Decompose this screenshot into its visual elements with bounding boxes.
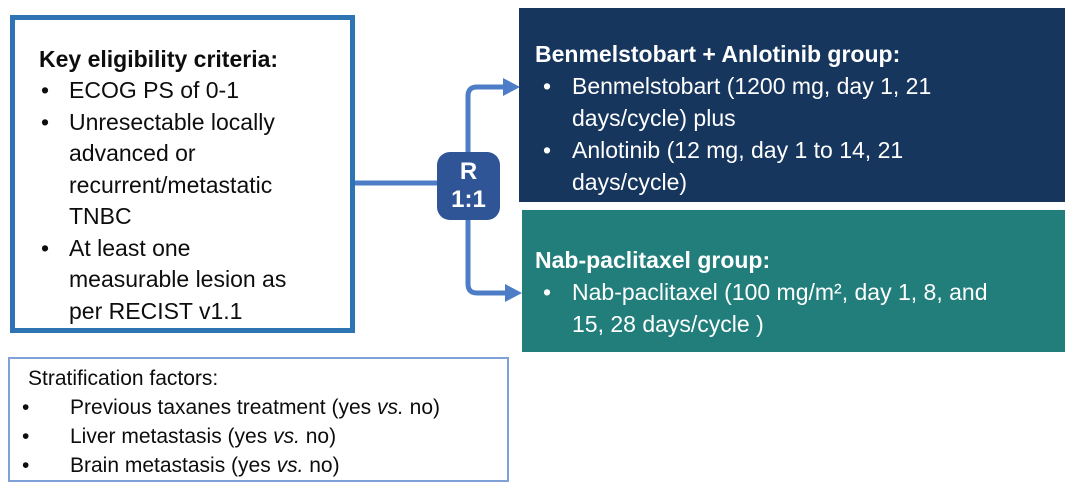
arrowhead-arm1-icon bbox=[503, 78, 520, 96]
vs-emphasis: vs. bbox=[276, 454, 304, 477]
stratification-box: Stratification factors: Previous taxanes… bbox=[8, 357, 509, 482]
arm1-title: Benmelstobart + Anlotinib group: bbox=[535, 41, 901, 67]
nab-paclitaxel-group-box: Nab-paclitaxel group: Nab-paclitaxel (10… bbox=[522, 210, 1065, 352]
eligibility-title: Key eligibility criteria: bbox=[39, 46, 279, 72]
stratification-item-taxanes-text: Previous taxanes treatment (yes bbox=[70, 396, 377, 419]
stratification-item-liver-text: Liver metastasis (yes bbox=[70, 425, 274, 448]
stratification-item-brain-suffix: no) bbox=[303, 454, 340, 477]
stratification-item-taxanes: Previous taxanes treatment (yes vs. no) bbox=[20, 393, 499, 422]
benmelstobart-anlotinib-group-box: Benmelstobart + Anlotinib group: Benmels… bbox=[519, 8, 1065, 202]
eligibility-box: Key eligibility criteria: ECOG PS of 0-1… bbox=[10, 15, 355, 333]
stratification-item-brain-text: Brain metastasis (yes bbox=[70, 454, 277, 477]
connector-randomization-to-arm2 bbox=[465, 220, 506, 296]
arm2-title: Nab-paclitaxel group: bbox=[535, 247, 771, 273]
arm1-item-anlotinib: Anlotinib (12 mg, day 1 to 14, 21 days/c… bbox=[535, 134, 1047, 198]
arm2-list: Nab-paclitaxel (100 mg/m², day 1, 8, and… bbox=[535, 276, 1049, 340]
eligibility-item-ecog: ECOG PS of 0-1 bbox=[15, 75, 340, 107]
stratification-item-brain: Brain metastasis (yes vs. no) bbox=[20, 451, 499, 480]
stratification-item-liver-suffix: no) bbox=[299, 425, 337, 448]
eligibility-item-tnbc: Unresectable locally advanced or recurre… bbox=[15, 107, 340, 233]
arrowhead-arm2-icon bbox=[505, 284, 522, 302]
randomization-ratio: 1:1 bbox=[451, 186, 486, 213]
arm1-list: Benmelstobart (1200 mg, day 1, 21 days/c… bbox=[535, 70, 1047, 198]
vs-emphasis: vs. bbox=[273, 425, 300, 448]
arm1-item-benmelstobart: Benmelstobart (1200 mg, day 1, 21 days/c… bbox=[535, 70, 1047, 134]
connector-randomization-to-arm1 bbox=[465, 84, 504, 152]
arm2-item-nab-paclitaxel: Nab-paclitaxel (100 mg/m², day 1, 8, and… bbox=[535, 276, 1049, 340]
randomization-node: R 1:1 bbox=[437, 152, 500, 220]
stratification-item-liver: Liver metastasis (yes vs. no) bbox=[20, 422, 499, 451]
eligibility-list: ECOG PS of 0-1 Unresectable locally adva… bbox=[15, 75, 340, 327]
randomization-label: R bbox=[459, 158, 478, 185]
stratification-item-taxanes-suffix: no) bbox=[403, 396, 441, 419]
stratification-title: Stratification factors: bbox=[28, 367, 219, 390]
eligibility-item-recist: At least one measurable lesion as per RE… bbox=[15, 233, 340, 328]
stratification-list: Previous taxanes treatment (yes vs. no) … bbox=[20, 393, 499, 480]
vs-emphasis: vs. bbox=[376, 396, 404, 419]
